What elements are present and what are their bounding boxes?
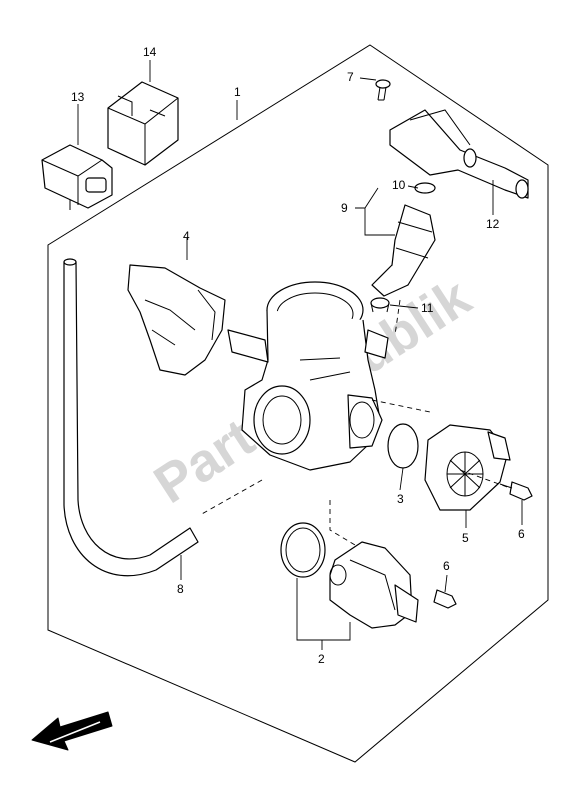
part-7-screw[interactable] [375, 79, 391, 101]
callout-9: 9 [341, 201, 348, 215]
part-5-throttle-position-sensor[interactable] [424, 424, 511, 511]
part-9-fuel-injector[interactable] [371, 204, 436, 297]
assembly-dashed-lines [199, 299, 511, 546]
part-1-throttle-body[interactable] [227, 281, 389, 471]
part-11-cushion[interactable] [370, 297, 390, 313]
callout-2: 2 [318, 652, 325, 666]
callout-13: 13 [71, 90, 85, 104]
part-13-coupler[interactable] [41, 144, 113, 210]
callout-8: 8 [177, 582, 184, 596]
callout-4: 4 [183, 229, 190, 243]
callout-11: 11 [421, 301, 434, 315]
callout-3: 3 [397, 492, 404, 506]
callout-12: 12 [486, 217, 500, 231]
leader-lines [77, 60, 523, 650]
callout-7: 7 [347, 70, 354, 84]
assembly-boundary [47, 44, 549, 763]
callout-6-upper: 6 [518, 527, 525, 541]
hose-end-top [63, 258, 77, 266]
part-10-o-ring[interactable] [414, 182, 436, 194]
front-direction-arrow [31, 711, 113, 751]
part-2-o-ring[interactable] [280, 522, 326, 578]
part-14-connector-cover[interactable] [107, 81, 179, 166]
part-2-o-ring-inner [285, 527, 321, 573]
part-3-o-ring[interactable] [387, 423, 419, 469]
callout-5: 5 [462, 531, 469, 545]
callout-14: 14 [143, 45, 157, 59]
callout-6-lower: 6 [443, 559, 450, 573]
part-6-screw-lower[interactable] [433, 589, 457, 609]
part-12-fuel-delivery-pipe[interactable] [389, 109, 529, 199]
part-6-screw-upper[interactable] [499, 481, 533, 501]
part-2-idle-air-control-valve[interactable] [329, 541, 419, 629]
callout-10: 10 [392, 178, 406, 192]
part-8-hose[interactable] [63, 261, 199, 577]
callout-1: 1 [234, 85, 241, 99]
part-4-cover[interactable] [127, 264, 226, 376]
